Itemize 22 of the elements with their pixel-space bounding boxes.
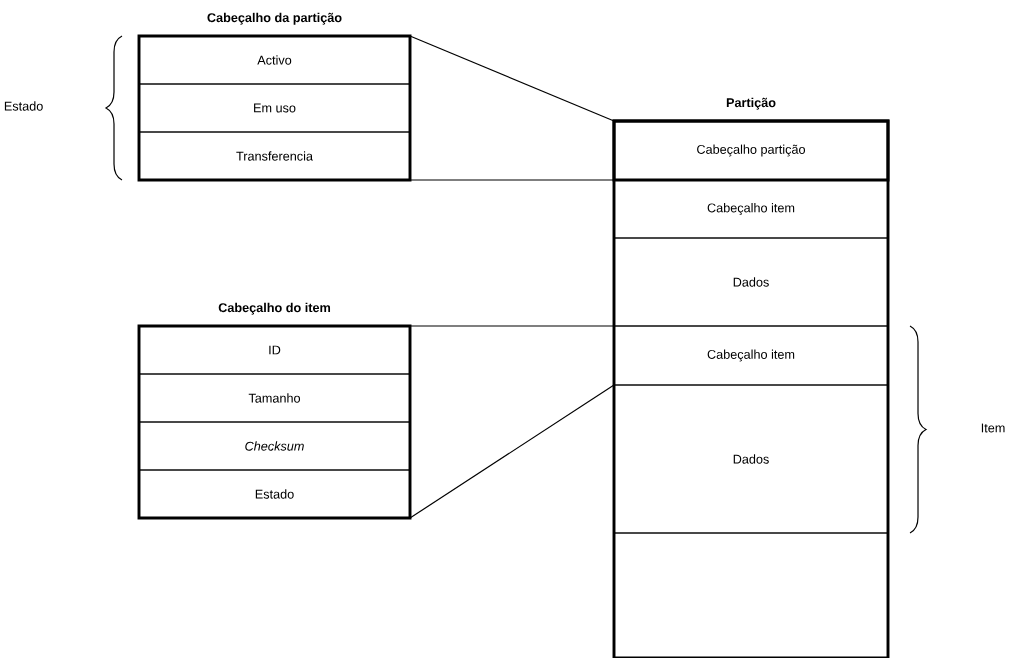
table-row: Activo [138, 35, 411, 85]
table-row: Cabeçalho item [613, 325, 889, 386]
node-label: Partição [726, 97, 776, 110]
table-row: Dados [613, 384, 889, 534]
node-label: Cabeçalho da partição [207, 12, 342, 25]
table-row: Cabeçalho partição [612, 119, 890, 182]
connector-line [409, 325, 615, 327]
connector-line [409, 384, 615, 519]
table-row: Transferencia [138, 131, 411, 181]
node-label: Cabeçalho do item [218, 302, 331, 315]
bracket-label: Item [981, 423, 1005, 433]
connector-line [409, 35, 615, 122]
table-row: Dados [613, 237, 889, 327]
table-row: Checksum [138, 421, 411, 471]
bracket-label: Estado [4, 101, 43, 111]
table-row: Tamanho [138, 373, 411, 423]
connector-line [409, 179, 615, 181]
table-row: Estado [138, 469, 411, 519]
table-row: Em uso [138, 83, 411, 133]
table-row: Cabeçalho item [613, 179, 889, 239]
table-row: ID [138, 325, 411, 375]
empty-row [613, 532, 889, 658]
